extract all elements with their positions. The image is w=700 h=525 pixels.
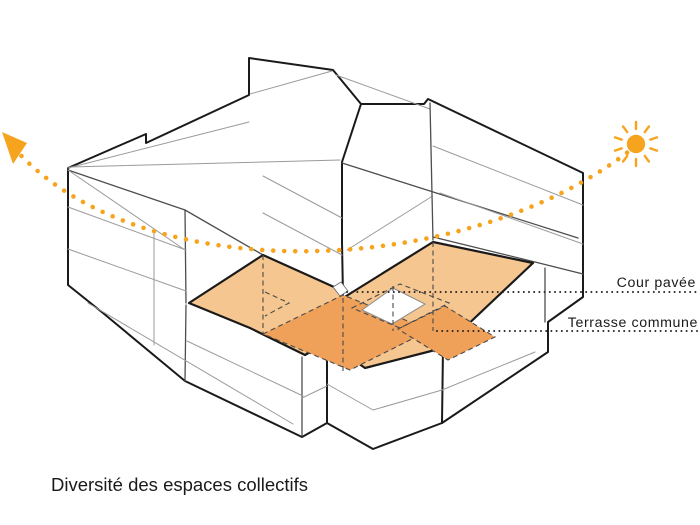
dashed-chevron-left (264, 291, 291, 317)
paved-court-dark-area-right (396, 305, 497, 361)
terrasse-commune-label: Terrasse commune (568, 315, 698, 331)
rear-right-facade-floor-line (346, 196, 432, 251)
rear-and-right-building-edges (262, 74, 584, 323)
block-silhouette (67, 57, 584, 450)
sun-path-arrowhead-icon (2, 132, 27, 164)
podium-right-floor-line (441, 351, 536, 391)
left-facade-floor-line-1 (67, 206, 187, 251)
right-roof-sliver-line (335, 74, 431, 110)
sun-study (2, 120, 659, 254)
rear-facade-floor-line-2 (262, 175, 343, 219)
podium-front-right-floor-line (372, 389, 443, 411)
left-roof-slope-diagonal (67, 169, 186, 251)
left-podium-corner-edge (184, 304, 187, 382)
podium-right-inner-edge (441, 347, 444, 424)
left-roof-valley-line (69, 159, 341, 168)
collective-spaces (187, 240, 535, 371)
right-facade-floor-line-1 (432, 145, 584, 206)
sun-icon (613, 120, 659, 168)
podium-front-floor-line (87, 302, 294, 425)
left-building-inner-corner-edge (184, 209, 187, 304)
left-building-eave-edge (67, 169, 186, 211)
right-building-corner-edge (429, 102, 434, 241)
left-building-edges (67, 70, 341, 382)
rear-roof-diagonal (249, 70, 333, 95)
courtyard-notch-landing (332, 281, 349, 297)
podium-notch-floor-line-2 (326, 383, 374, 411)
annotations: Cour pavée Terrasse commune (346, 275, 700, 332)
podium-notch-floor-line-1 (301, 385, 328, 399)
cour-pavee-label: Cour pavée (617, 275, 696, 291)
rear-inner-corner-edge (341, 103, 362, 297)
left-roof-diagonal (67, 121, 250, 169)
building-massing (67, 57, 584, 450)
hidden-edge-dashed-lines (262, 242, 434, 371)
diagram-caption: Diversité des espaces collectifs (51, 474, 308, 495)
right-building-base-edge (432, 236, 584, 275)
sun-path-dotted-arc-icon (11, 145, 631, 254)
left-facade-floor-line-2 (67, 248, 187, 292)
podium-left-floor-line (186, 340, 304, 397)
sun-body (626, 134, 646, 154)
right-facade-floor-line-2 (439, 192, 584, 245)
rear-facade-floor-line-1 (262, 212, 343, 256)
sun-rays (613, 120, 659, 168)
